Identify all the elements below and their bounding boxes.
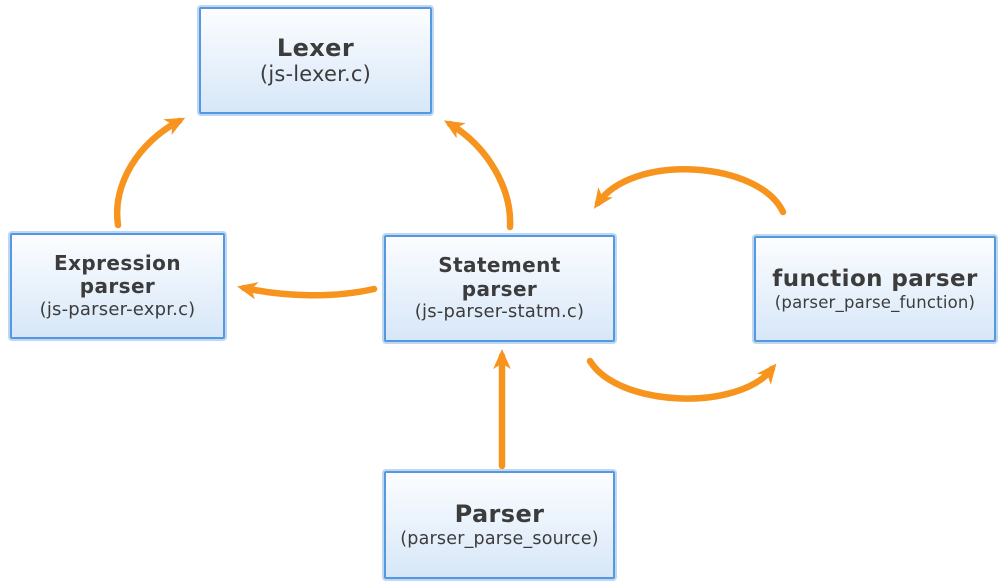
arrow-statement-parser-to-lexer <box>443 120 514 231</box>
node-expression-parser-subtitle: (js-parser-expr.c) <box>39 298 196 320</box>
arrow-statement-parser-to-function-parser <box>586 357 777 402</box>
arrow-statement-parser-to-expression-parser <box>237 282 378 300</box>
node-expression-parser-title: Expression parser <box>54 250 181 299</box>
node-statement-parser-title: Statement parser <box>438 253 561 301</box>
node-statement-parser-subtitle: (js-parser-statm.c) <box>414 301 585 323</box>
node-lexer: Lexer (js-lexer.c) <box>199 7 432 114</box>
node-parser: Parser (parser_parse_source) <box>384 471 615 579</box>
node-parser-subtitle: (parser_parse_source) <box>400 528 599 549</box>
arrow-function-parser-to-statement-parser <box>593 166 787 216</box>
node-parser-title: Parser <box>454 500 545 529</box>
node-lexer-title: Lexer <box>276 33 355 62</box>
node-lexer-subtitle: (js-lexer.c) <box>259 62 372 87</box>
node-function-parser-title: function parser <box>772 265 978 292</box>
node-expression-parser: Expression parser (js-parser-expr.c) <box>10 233 225 339</box>
node-function-parser-subtitle: (parser_parse_function) <box>774 292 976 312</box>
arrow-expression-parser-to-lexer <box>113 117 186 229</box>
node-statement-parser: Statement parser (js-parser-statm.c) <box>384 235 615 342</box>
node-function-parser: function parser (parser_parse_function) <box>754 236 996 342</box>
